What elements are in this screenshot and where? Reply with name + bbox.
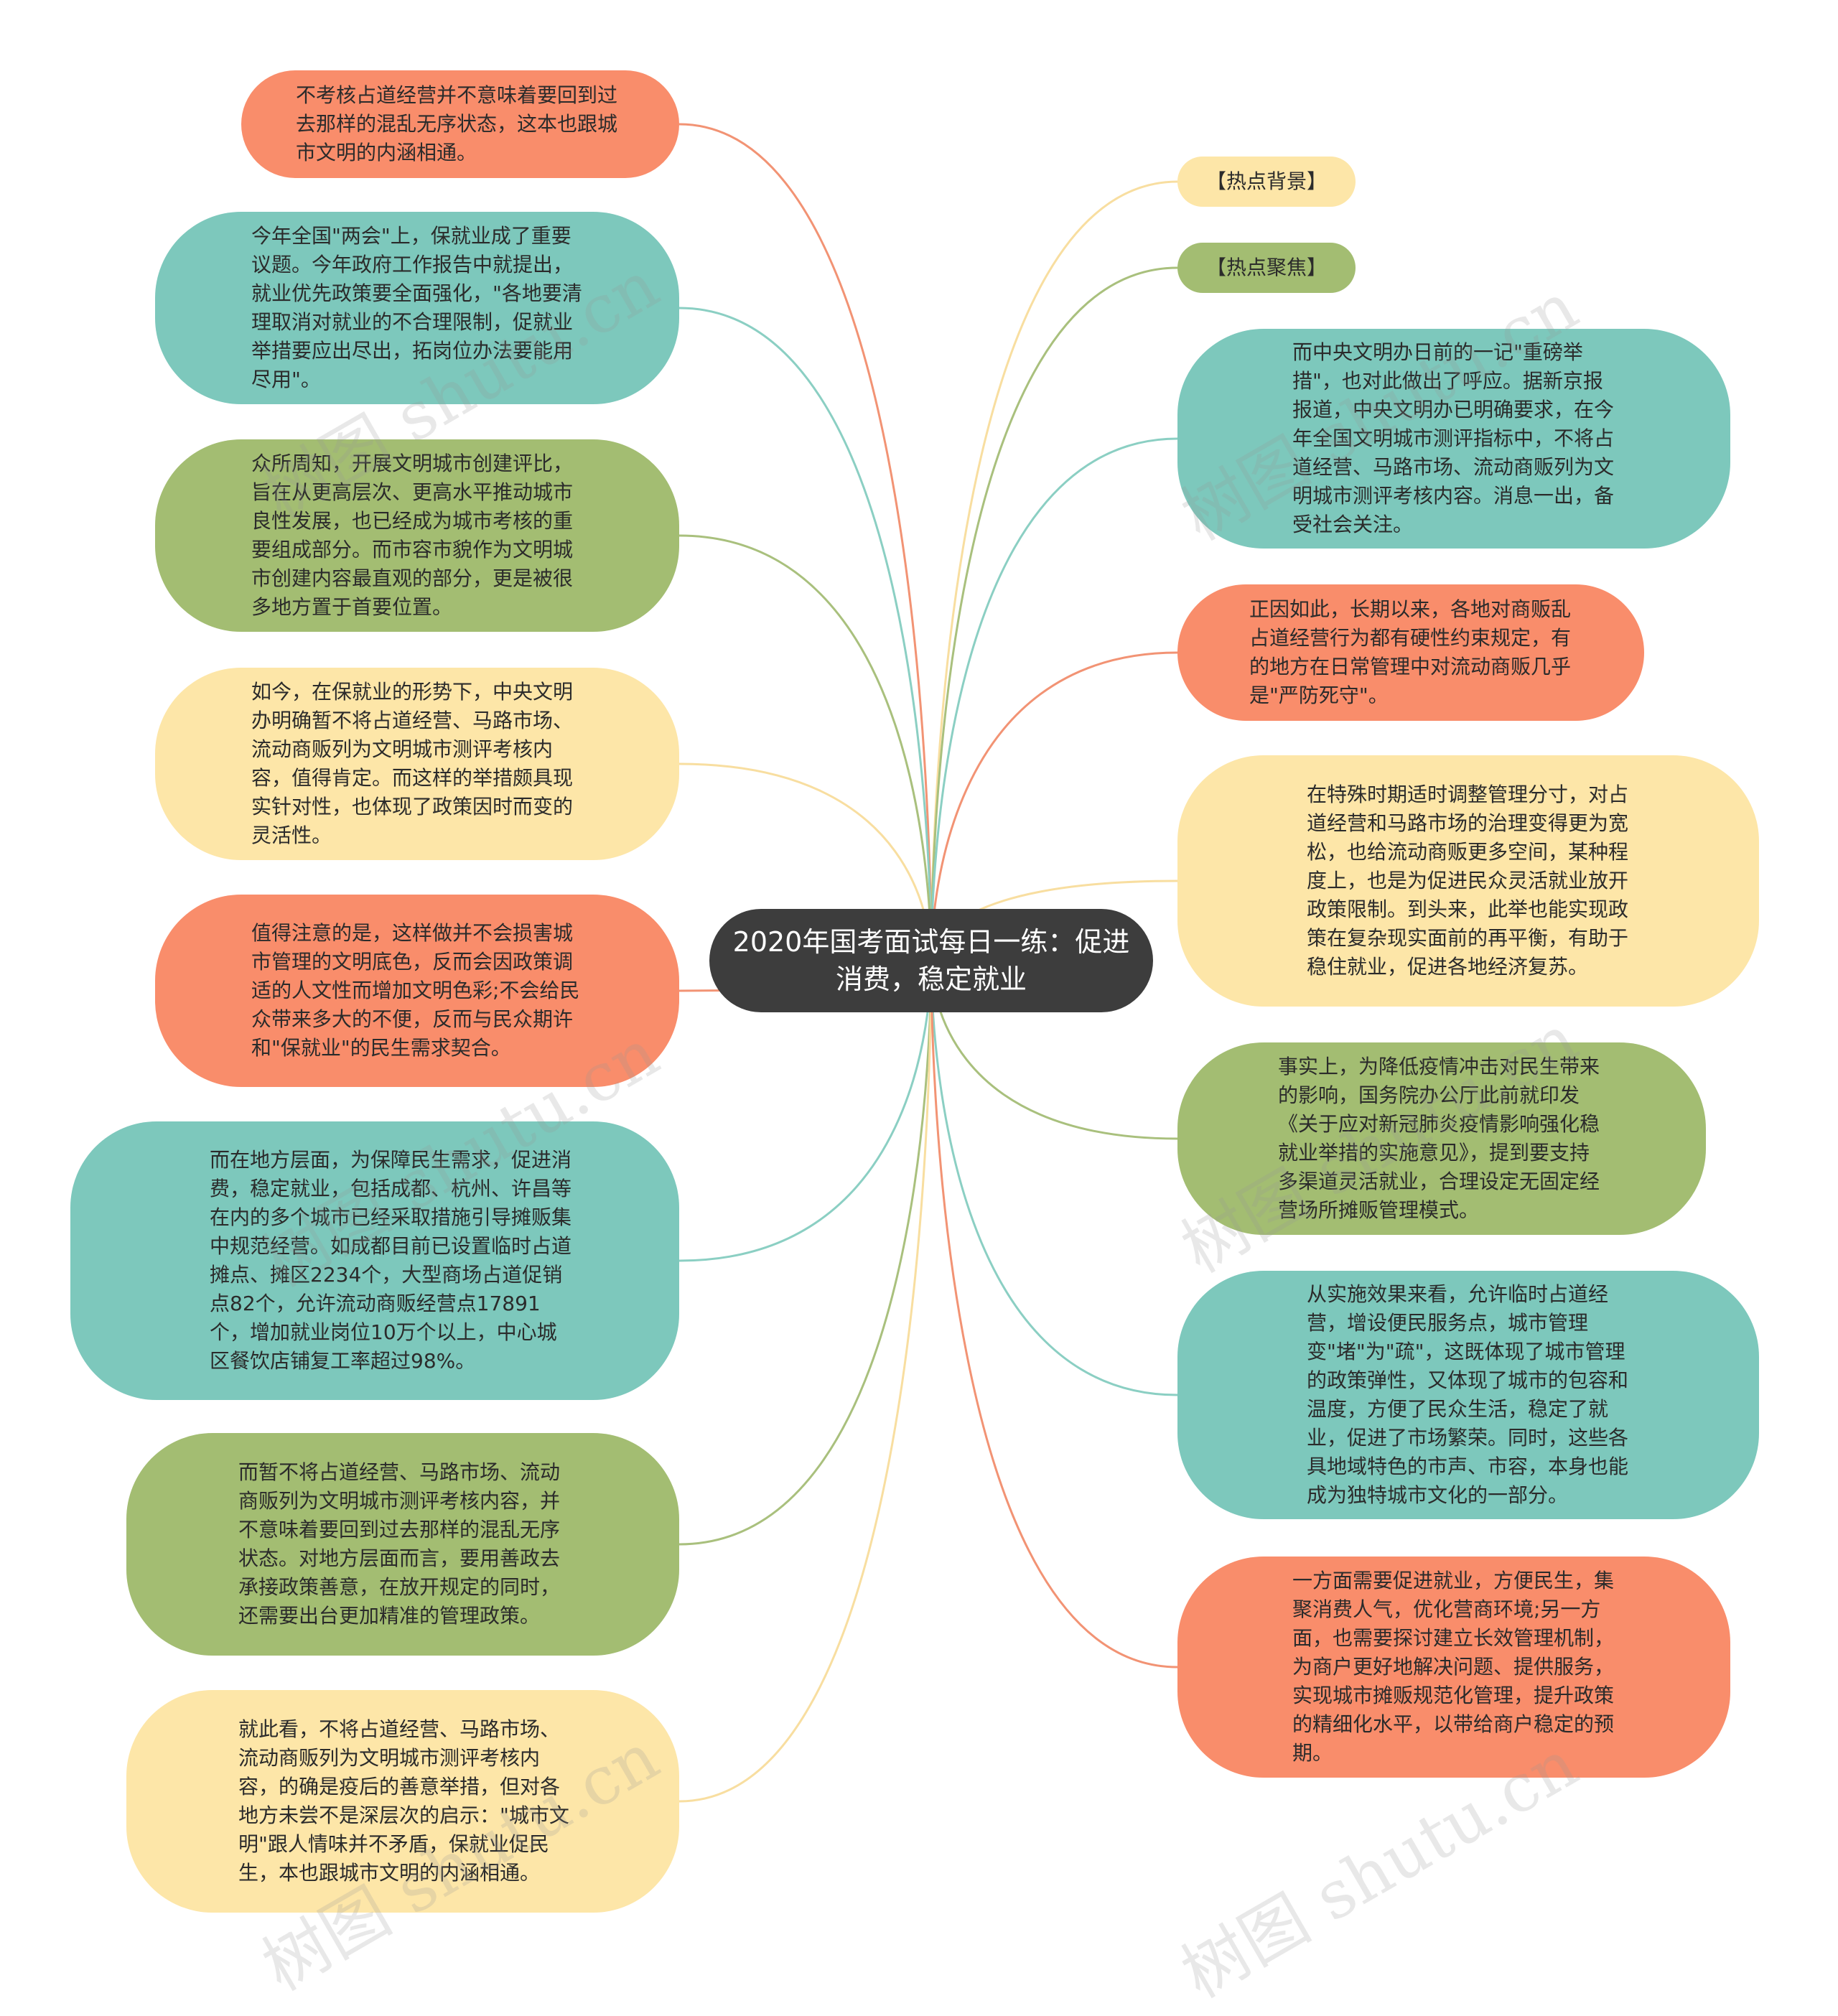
central-topic-label: 2020年国考面试每日一练：促进消费，稳定就业: [732, 926, 1130, 995]
right-tag-hot-focus-text: 【热点聚焦】: [1205, 256, 1327, 279]
right-topic-3-text: 在特殊时期适时调整管理分寸，对占道经营和马路市场的治理变得更为宽松，也给流动商贩…: [1307, 783, 1629, 979]
left-connector-1: [678, 123, 933, 961]
left-topic-4[interactable]: 如今，在保就业的形势下，中央文明办明确暂不将占道经营、马路市场、流动商贩列为文明…: [155, 668, 679, 860]
right-topic-1-text: 而中央文明办日前的一记"重磅举措"，也对此做出了呼应。据新京报报道，中央文明办已…: [1292, 340, 1615, 536]
right-topic-5-text: 从实施效果来看，允许临时占道经营，增设便民服务点，城市管理变"堵"为"疏"，这既…: [1307, 1282, 1629, 1507]
left-topic-2[interactable]: 今年全国"两会"上，保就业成了重要议题。今年政府工作报告中就提出，就业优先政策要…: [155, 212, 679, 404]
left-connector-2: [678, 307, 933, 961]
right-tag-hot-focus[interactable]: 【热点聚焦】: [1177, 243, 1356, 293]
left-connector-3: [678, 534, 933, 961]
left-topic-5[interactable]: 值得注意的是，这样做并不会损害城市管理的文明底色，反而会因政策调适的人文性而增加…: [155, 895, 679, 1087]
right-topic-3[interactable]: 在特殊时期适时调整管理分寸，对占道经营和马路市场的治理变得更为宽松，也给流动商贩…: [1177, 755, 1759, 1007]
left-connector-8: [678, 960, 933, 1803]
right-topic-4-text: 事实上，为降低疫情冲击对民生带来的影响，国务院办公厅此前就印发《关于应对新冠肺炎…: [1278, 1055, 1600, 1222]
right-topic-1[interactable]: 而中央文明办日前的一记"重磅举措"，也对此做出了呼应。据新京报报道，中央文明办已…: [1177, 329, 1730, 549]
central-topic[interactable]: 2020年国考面试每日一练：促进消费，稳定就业: [709, 909, 1153, 1012]
right-connector-8: [930, 960, 1178, 1669]
left-topic-1-text: 不考核占道经营并不意味着要回到过去那样的混乱无序状态，这本也跟城市文明的内涵相通…: [296, 83, 618, 164]
left-topic-7-text: 而暂不将占道经营、马路市场、流动商贩列为文明城市测评考核内容，并不意味着要回到过…: [238, 1460, 561, 1628]
right-topic-2-text: 正因如此，长期以来，各地对商贩乱占道经营行为都有硬性约束规定，有的地方在日常管理…: [1249, 597, 1572, 707]
right-topic-6-text: 一方面需要促进就业，方便民生，集聚消费人气，优化营商环境;另一方面，也需要探讨建…: [1292, 1569, 1615, 1765]
left-topic-2-text: 今年全国"两会"上，保就业成了重要议题。今年政府工作报告中就提出，就业优先政策要…: [251, 224, 582, 391]
left-topic-3-text: 众所周知，开展文明城市创建评比，旨在从更高层次、更高水平推动城市良性发展，也已经…: [251, 452, 574, 619]
left-topic-4-text: 如今，在保就业的形势下，中央文明办明确暂不将占道经营、马路市场、流动商贩列为文明…: [251, 680, 574, 847]
left-topic-8[interactable]: 就此看，不将占道经营、马路市场、流动商贩列为文明城市测评考核内容，的确是疫后的善…: [126, 1690, 679, 1913]
right-connector-7: [930, 960, 1178, 1396]
right-topic-2[interactable]: 正因如此，长期以来，各地对商贩乱占道经营行为都有硬性约束规定，有的地方在日常管理…: [1177, 584, 1644, 721]
right-topic-6[interactable]: 一方面需要促进就业，方便民生，集聚消费人气，优化营商环境;另一方面，也需要探讨建…: [1177, 1557, 1730, 1778]
left-topic-6[interactable]: 而在地方层面，为保障民生需求，促进消费，稳定就业，包括成都、杭州、许昌等在内的多…: [70, 1121, 679, 1400]
left-topic-7[interactable]: 而暂不将占道经营、马路市场、流动商贩列为文明城市测评考核内容，并不意味着要回到过…: [126, 1433, 679, 1656]
left-topic-6-text: 而在地方层面，为保障民生需求，促进消费，稳定就业，包括成都、杭州、许昌等在内的多…: [210, 1148, 572, 1373]
right-tag-hot-background[interactable]: 【热点背景】: [1177, 157, 1356, 207]
left-topic-8-text: 就此看，不将占道经营、马路市场、流动商贩列为文明城市测评考核内容，的确是疫后的善…: [238, 1717, 569, 1885]
right-tag-hot-background-text: 【热点背景】: [1205, 169, 1327, 193]
left-connector-7: [678, 960, 933, 1546]
right-connector-2: [930, 266, 1178, 961]
left-topic-5-text: 值得注意的是，这样做并不会损害城市管理的文明底色，反而会因政策调适的人文性而增加…: [251, 921, 580, 1060]
left-topic-1[interactable]: 不考核占道经营并不意味着要回到过去那样的混乱无序状态，这本也跟城市文明的内涵相通…: [241, 70, 679, 178]
right-topic-5[interactable]: 从实施效果来看，允许临时占道经营，增设便民服务点，城市管理变"堵"为"疏"，这既…: [1177, 1271, 1759, 1519]
right-topic-4[interactable]: 事实上，为降低疫情冲击对民生带来的影响，国务院办公厅此前就印发《关于应对新冠肺炎…: [1177, 1042, 1706, 1235]
right-connector-3: [930, 437, 1178, 961]
left-topic-3[interactable]: 众所周知，开展文明城市创建评比，旨在从更高层次、更高水平推动城市良性发展，也已经…: [155, 439, 679, 632]
